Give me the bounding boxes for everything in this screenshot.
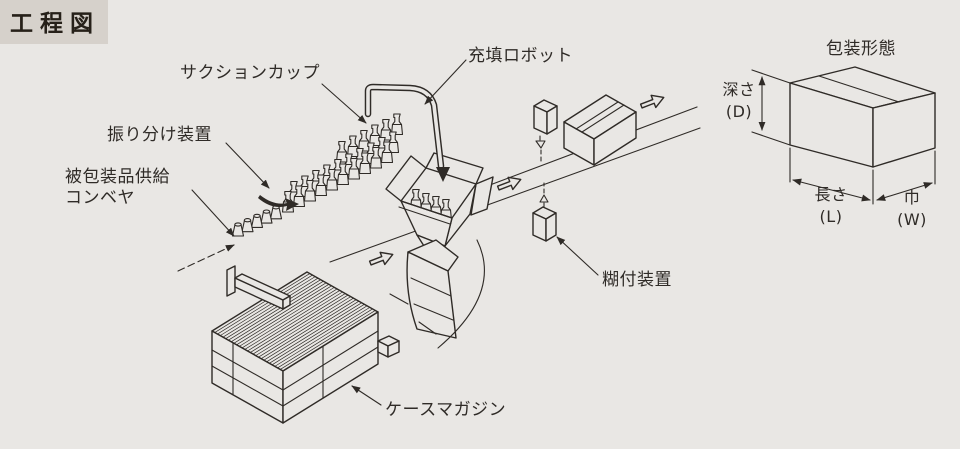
length-dimension-arrow xyxy=(792,178,871,202)
sealed-case xyxy=(563,94,637,166)
erecting-arc xyxy=(437,239,485,349)
folded-case-blank xyxy=(389,239,485,349)
flow-arrow-exit xyxy=(639,94,665,109)
label-depth-symbol: (D) xyxy=(725,102,753,121)
label-suction-cup: サクションカップ xyxy=(180,63,320,83)
label-case-magazine: ケースマガジン xyxy=(385,400,507,420)
case-magazine-figure xyxy=(211,265,400,424)
pipe-arrowhead xyxy=(436,167,450,182)
glue-device-upper xyxy=(533,99,558,162)
leader-supply-conveyor xyxy=(191,189,235,237)
label-supply-conveyor-line1: 被包装品供給 xyxy=(65,167,170,187)
magazine-bracket xyxy=(226,265,291,310)
label-gluing-device: 糊付装置 xyxy=(602,270,672,290)
supply-conveyor-bottles xyxy=(231,113,404,237)
magazine-tab xyxy=(377,335,400,358)
label-width-text: 巾 xyxy=(903,188,921,207)
leader-sorting-device xyxy=(225,142,270,189)
leader-lines xyxy=(177,59,599,406)
label-filling-robot: 充填ロボット xyxy=(468,46,573,66)
page-title: 工程図 xyxy=(0,0,108,44)
depth-extension-lines xyxy=(751,69,791,146)
length-extension-lines xyxy=(789,147,874,205)
label-sorting-device: 振り分け装置 xyxy=(107,125,212,145)
label-length-dimension: 長さ (L) xyxy=(804,184,858,228)
width-dimension-arrow xyxy=(876,182,933,201)
glue-device-lower xyxy=(532,182,557,242)
label-width-dimension: 巾 (W) xyxy=(884,187,940,231)
label-packaging-form: 包装形態 xyxy=(826,39,896,59)
leader-gluing-device xyxy=(556,236,599,276)
leader-case-magazine xyxy=(351,385,382,406)
packaging-form-figure xyxy=(751,66,936,205)
label-length-symbol: (L) xyxy=(819,207,843,226)
label-width-symbol: (W) xyxy=(897,210,927,229)
stacked-blanks-hatch xyxy=(214,273,376,370)
label-length-text: 長さ xyxy=(814,185,848,204)
label-depth-dimension: 深さ (D) xyxy=(712,79,766,123)
label-supply-conveyor: 被包装品供給 コンベヤ xyxy=(65,167,170,209)
leader-filling-robot xyxy=(424,59,467,105)
label-depth-text: 深さ xyxy=(722,80,756,99)
sorting-arrow xyxy=(258,195,299,211)
flow-arrow-track xyxy=(496,176,522,191)
leader-suction-cup xyxy=(321,83,367,124)
feed-direction-arrow xyxy=(177,244,235,272)
label-supply-conveyor-line2: コンベヤ xyxy=(65,188,135,208)
flow-arrow-blank xyxy=(368,251,394,266)
